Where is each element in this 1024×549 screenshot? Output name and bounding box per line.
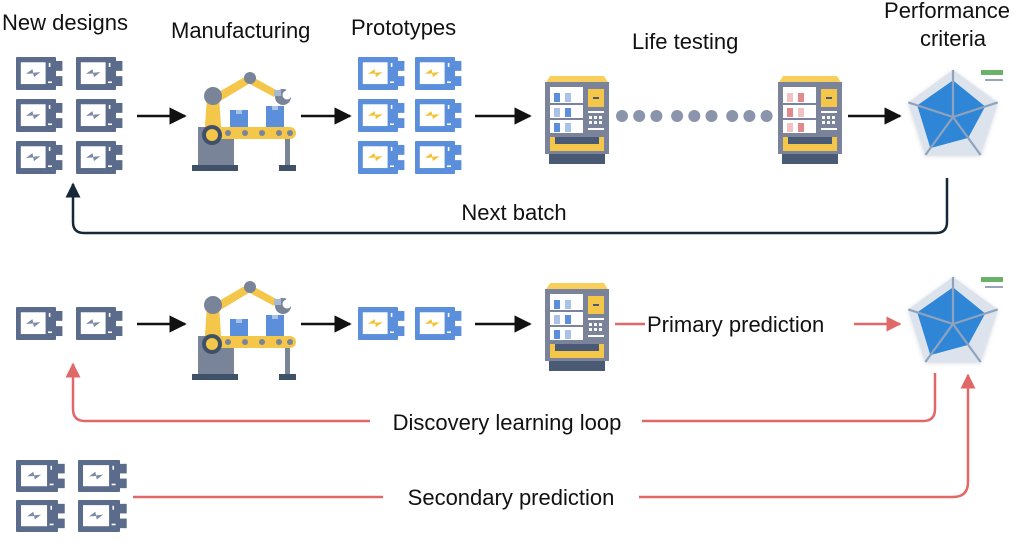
label-next-batch: Next batch xyxy=(461,200,566,225)
life-testing-dot xyxy=(760,110,773,122)
prototype-batteries xyxy=(358,57,462,174)
battery-icon xyxy=(358,141,405,174)
secondary-designs-batteries xyxy=(16,460,127,532)
life-testing-dot xyxy=(633,110,646,122)
manufacturing-robot-icon-bottom xyxy=(192,281,296,380)
battery-icon xyxy=(76,57,123,90)
battery-icon xyxy=(358,99,405,132)
label-discovery-loop: Discovery learning loop xyxy=(393,410,622,435)
label-primary-prediction: Primary prediction xyxy=(647,312,824,337)
life-testing-dot xyxy=(650,110,663,122)
battery-icon xyxy=(76,141,123,174)
manufacturing-robot-icon xyxy=(192,72,296,171)
battery-icon xyxy=(76,307,123,340)
new-designs-subset-batteries xyxy=(16,307,123,340)
label-new-designs: New designs xyxy=(2,10,128,35)
battery-icon xyxy=(78,460,127,492)
battery-icon xyxy=(16,57,63,90)
new-designs-batteries xyxy=(16,57,123,174)
life-testing-dot xyxy=(688,110,701,122)
battery-icon xyxy=(358,57,405,90)
icons-layer xyxy=(16,57,1003,532)
battery-icon xyxy=(415,99,462,132)
battery-icon xyxy=(76,99,123,132)
battery-icon xyxy=(16,460,65,492)
life-testing-dot xyxy=(671,110,684,122)
life-testing-end-machine-icon xyxy=(778,76,842,164)
next-batch-loop-arrow xyxy=(65,178,949,235)
battery-icon xyxy=(415,57,462,90)
battery-icon xyxy=(16,99,63,132)
prediction-criteria-radar-icon xyxy=(907,277,1003,363)
battery-icon xyxy=(415,307,462,340)
label-manufacturing: Manufacturing xyxy=(171,18,310,43)
battery-icon xyxy=(78,500,127,532)
performance-criteria-radar-icon xyxy=(907,70,1003,156)
battery-icon xyxy=(16,141,63,174)
life-testing-dot xyxy=(616,110,628,122)
life-testing-dot xyxy=(726,110,739,122)
label-performance-line2: criteria xyxy=(920,26,987,51)
prototype-subset-batteries xyxy=(358,307,462,340)
life-testing-dots xyxy=(616,110,773,122)
battery-icon xyxy=(16,307,63,340)
label-life-testing: Life testing xyxy=(632,29,738,54)
primary-testing-machine-icon xyxy=(545,283,609,371)
life-testing-dot xyxy=(705,110,718,122)
label-prototypes: Prototypes xyxy=(351,15,456,40)
label-performance-line1: Performance xyxy=(884,0,1010,23)
battery-icon xyxy=(358,307,405,340)
battery-icon xyxy=(415,141,462,174)
life-testing-dot xyxy=(743,110,756,122)
secondary-prediction-arrow xyxy=(133,373,976,499)
battery-icon xyxy=(16,500,65,532)
label-secondary-prediction: Secondary prediction xyxy=(408,485,615,510)
life-testing-start-machine-icon xyxy=(545,76,609,164)
